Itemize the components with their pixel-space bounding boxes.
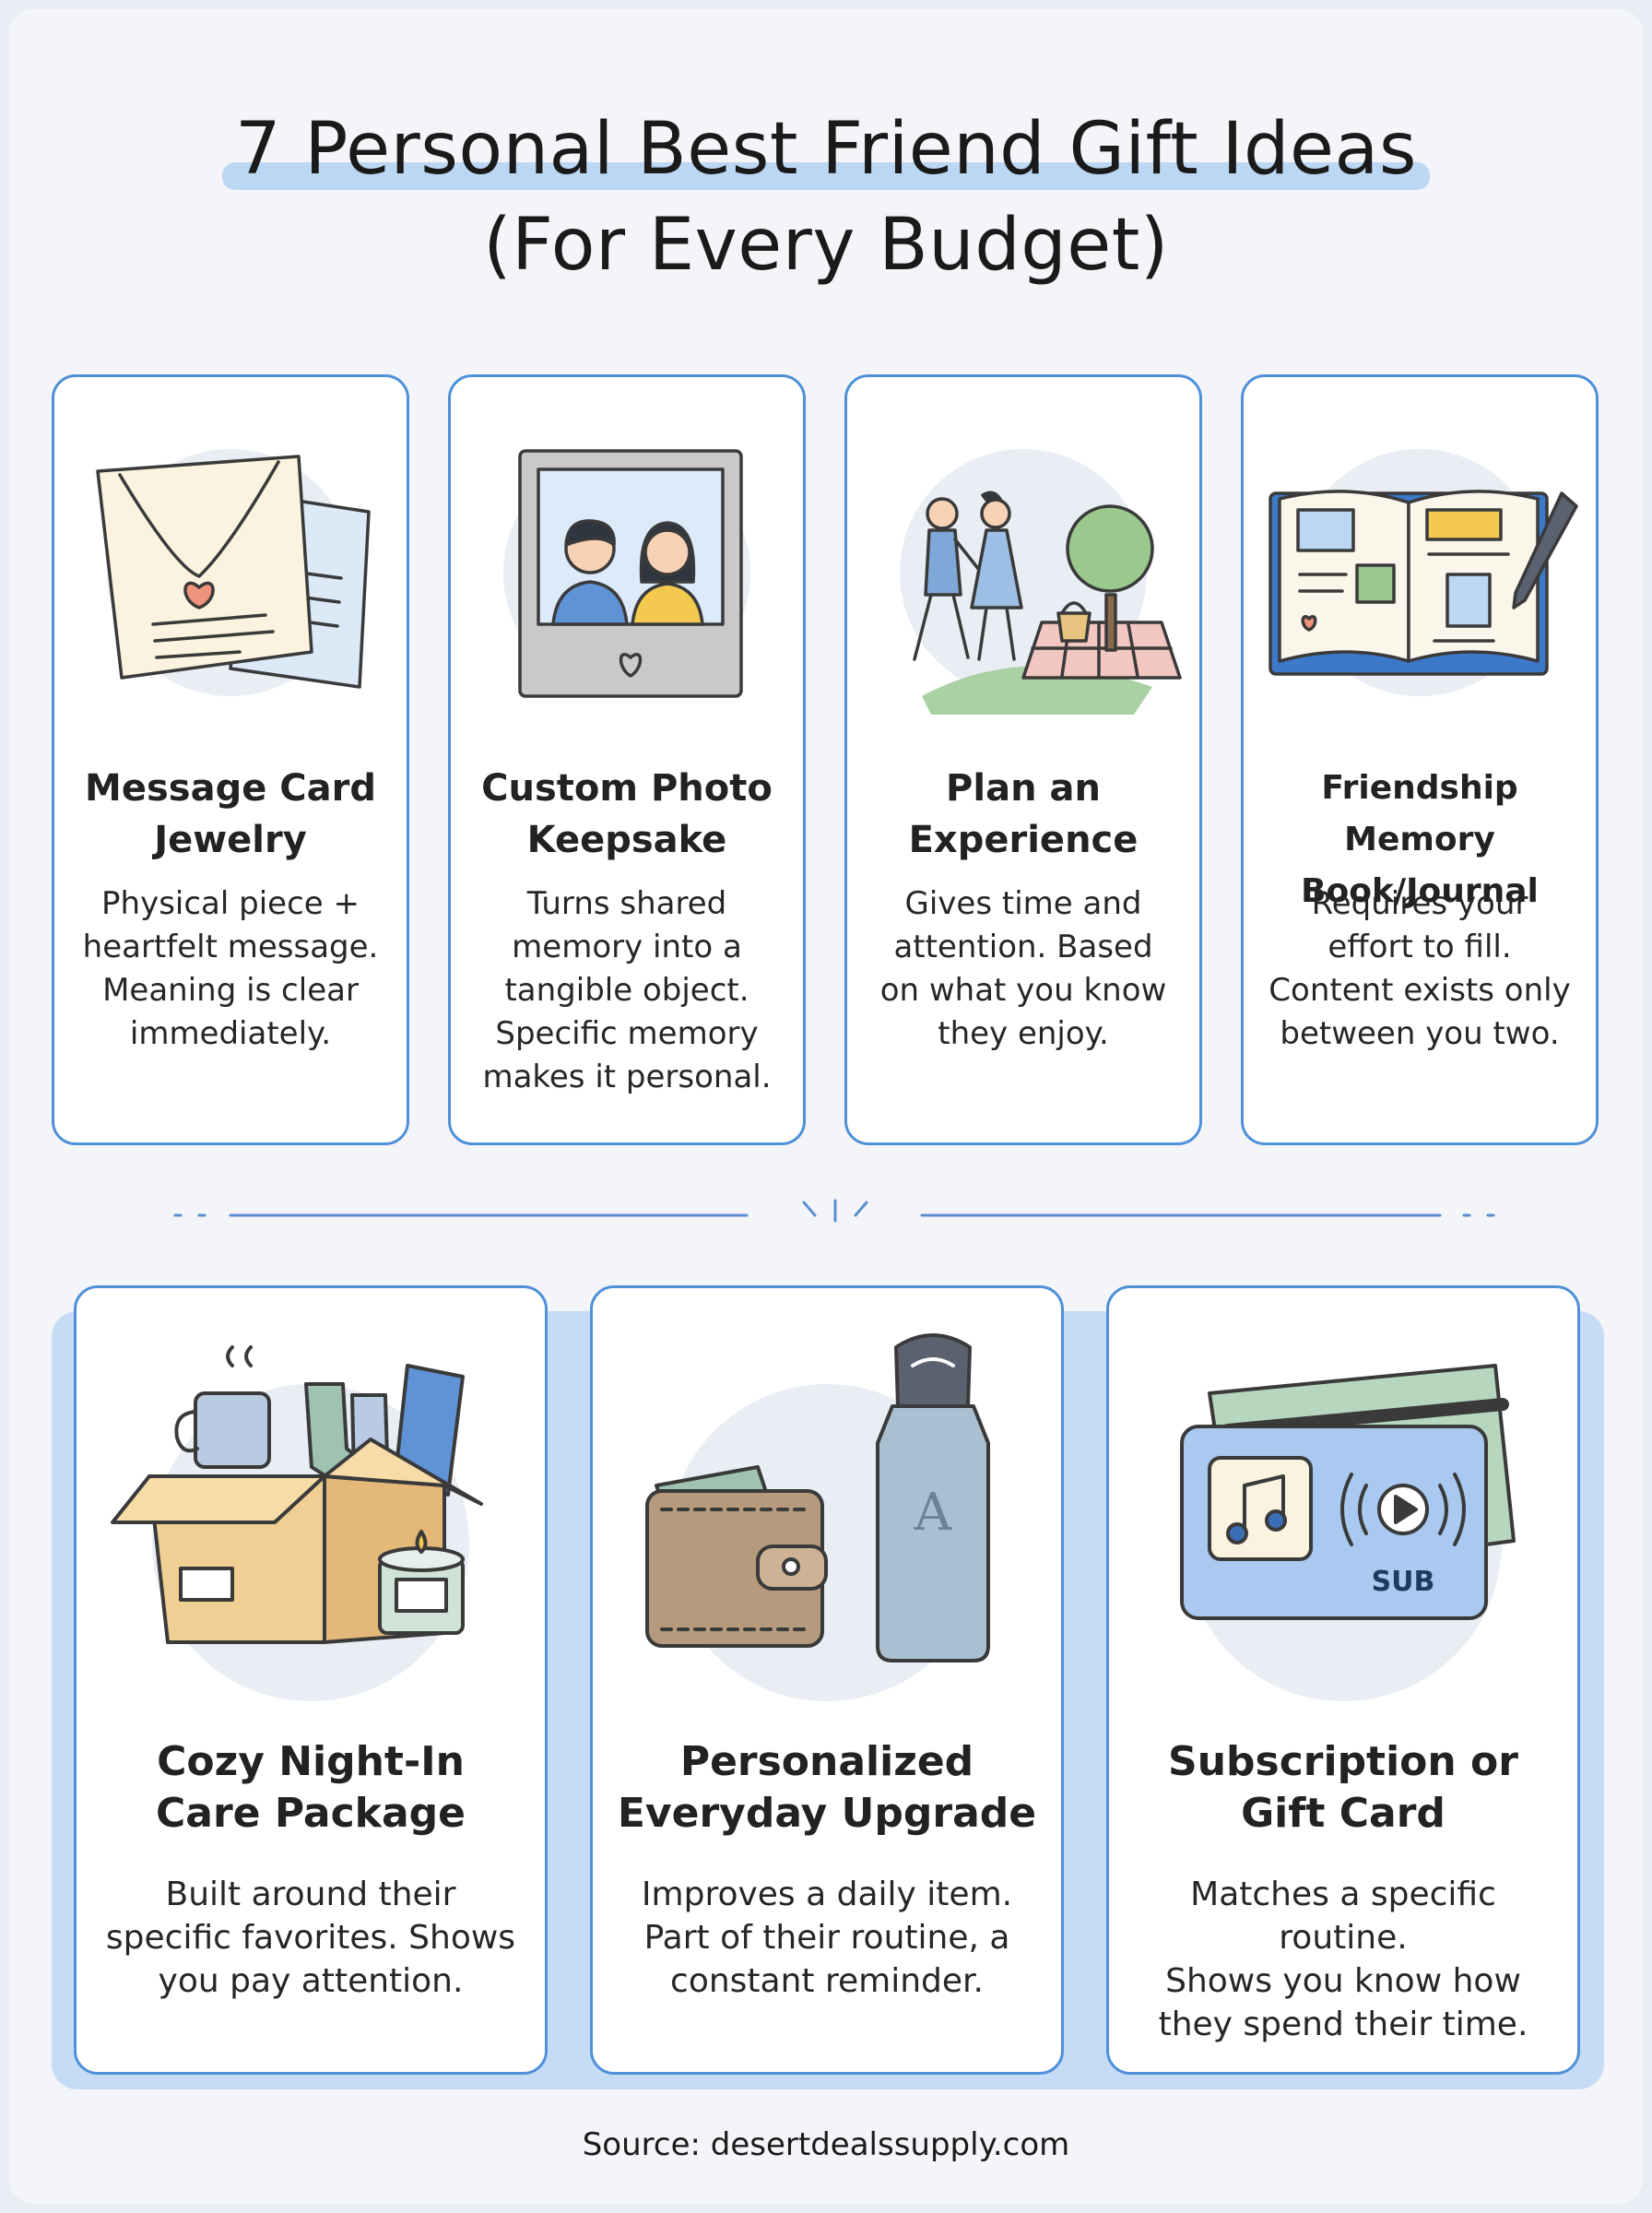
card-description: Built around their specific favorites. S… bbox=[105, 1876, 516, 2000]
card-description: Improves a daily item. Part of their rou… bbox=[641, 1876, 1013, 2000]
wallet-bottle-icon: A bbox=[645, 1333, 990, 1663]
care-box-icon bbox=[111, 1345, 483, 1644]
infographic-page: 7 Personal Best Friend Gift Ideas (For E… bbox=[9, 9, 1643, 2204]
card-description: Gives time and attention. Based on what … bbox=[879, 885, 1167, 1052]
necklace-card-icon bbox=[96, 455, 371, 689]
journal-icon bbox=[1268, 490, 1578, 676]
section-divider bbox=[173, 1199, 1495, 1223]
svg-text:A: A bbox=[914, 1483, 952, 1543]
page-title: 7 Personal Best Friend Gift Ideas (For E… bbox=[9, 101, 1643, 293]
card-description: Matches a specific routine. Shows you kn… bbox=[1158, 1876, 1528, 2043]
title-line-2: (For Every Budget) bbox=[483, 204, 1169, 287]
picnic-icon bbox=[913, 491, 1182, 715]
card-description: Physical piece + heartfelt message. Mean… bbox=[82, 885, 379, 1052]
gift-card-icon: SUB bbox=[1180, 1364, 1516, 1620]
sub-label: SUB bbox=[1372, 1566, 1435, 1598]
photo-frame-icon bbox=[518, 449, 743, 698]
card-description: Turns shared memory into a tangible obje… bbox=[482, 885, 772, 1095]
title-line-1: 7 Personal Best Friend Gift Ideas bbox=[222, 101, 1430, 197]
card-description: Requires your effort to fill. Content ex… bbox=[1268, 885, 1571, 1052]
source-credit: Source: desertdealssupply.com bbox=[582, 2126, 1070, 2163]
